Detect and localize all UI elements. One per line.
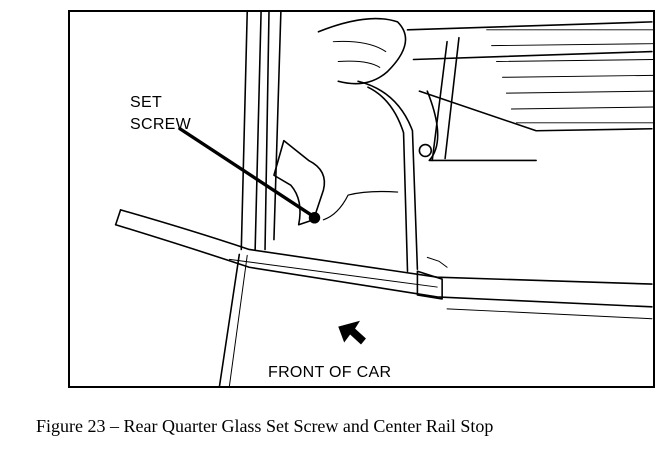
tool-lever: [273, 139, 326, 226]
door-rail-lower: [114, 223, 653, 308]
hinge-bolt: [418, 143, 433, 158]
glass-frame-upper: [406, 21, 653, 31]
arrow-down-left-icon: [338, 320, 366, 345]
glass-edge-right: [431, 40, 448, 162]
front-of-car-label: FRONT OF CAR: [268, 364, 392, 381]
pillar-left-inner: [254, 12, 262, 251]
glass-frame-line: [412, 50, 653, 61]
glass-edge-right-2: [444, 36, 460, 160]
rail-stop: [416, 270, 443, 300]
set-screw-label-line2: SCREW: [130, 116, 192, 133]
pillar-mid: [273, 12, 282, 241]
glass-frame-line: [418, 90, 653, 132]
glass-corner: [426, 90, 537, 162]
pillar-left-outer: [240, 12, 249, 251]
body-line-lower: [446, 308, 653, 320]
set-screw-leader: [178, 127, 315, 218]
set-screw-label-line1: SET: [130, 94, 163, 111]
door-panel-edge: [218, 253, 241, 386]
door-rail-edge: [114, 209, 122, 226]
set-screw-label: SET SCREW: [130, 92, 220, 136]
figure-caption: Figure 23 – Rear Quarter Glass Set Screw…: [36, 416, 494, 436]
line-drawing: [114, 12, 653, 386]
figure-illustration: SET SCREW FRONT OF CAR: [68, 10, 655, 388]
pillar-left-2: [264, 12, 270, 251]
door-rail-line-3: [228, 258, 438, 288]
center-rail-inner: [367, 86, 409, 273]
center-rail-outer: [357, 80, 419, 271]
hand-outline: [317, 17, 407, 85]
door-rail-upper: [119, 209, 653, 285]
cable: [322, 190, 399, 221]
door-panel-edge-2: [228, 254, 248, 386]
